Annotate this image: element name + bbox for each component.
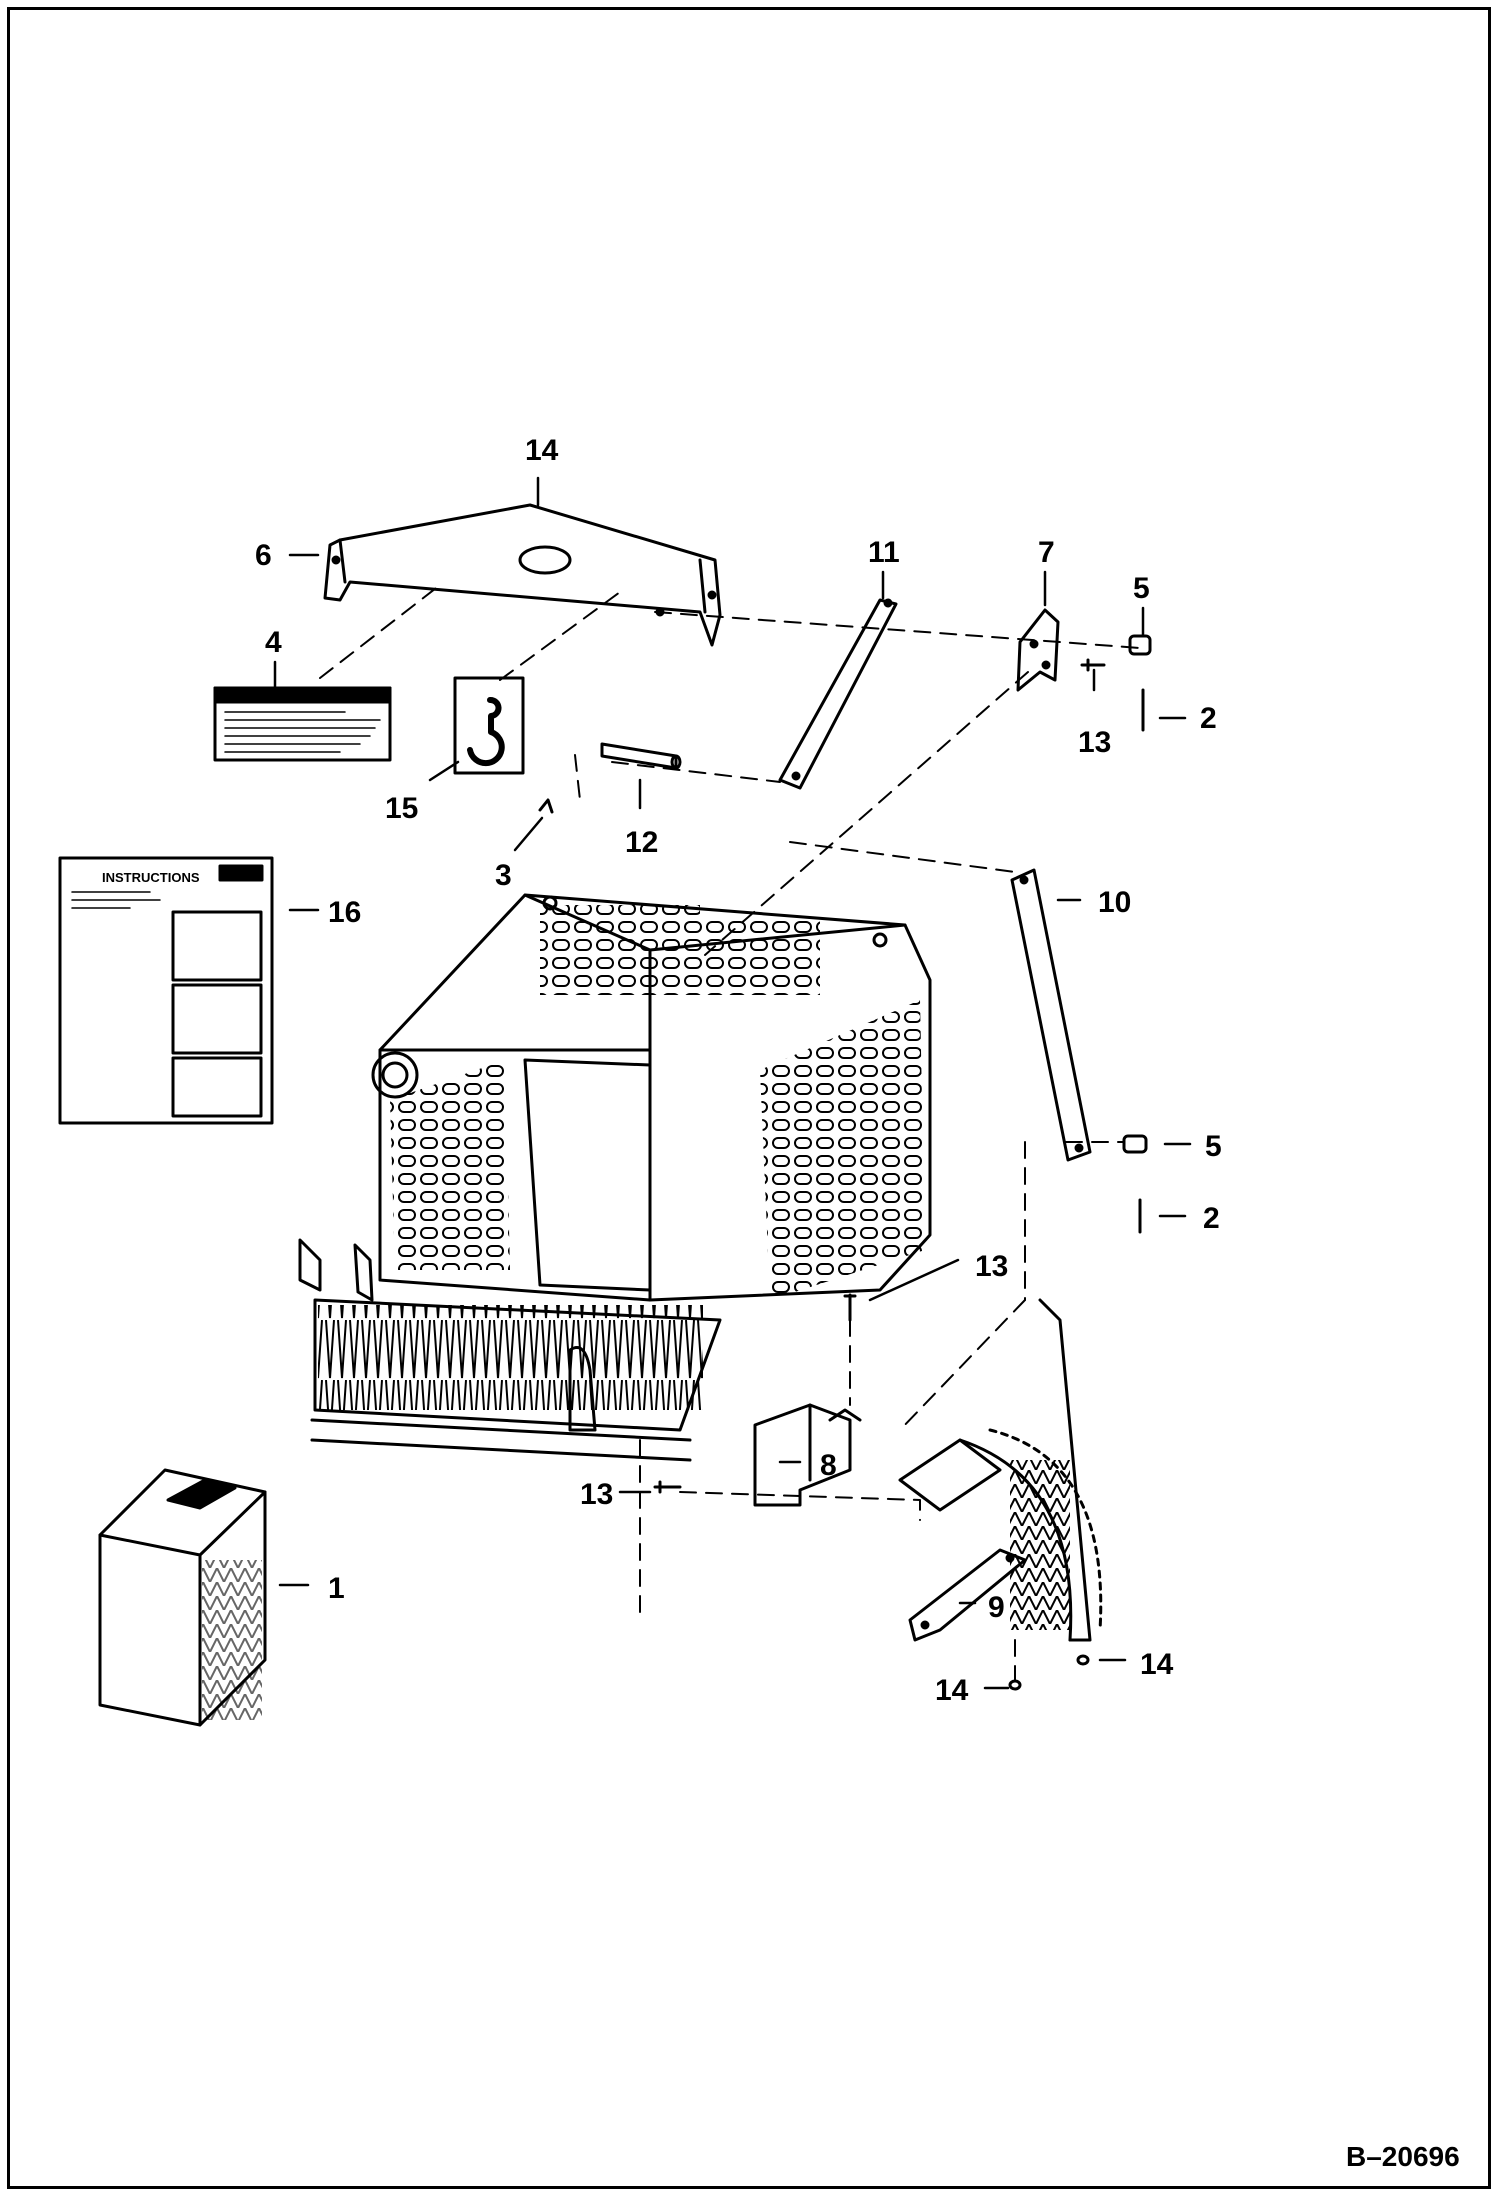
pin-part [1122,1134,1148,1154]
assembly-lines [319,584,1141,1681]
callout-5-upper: 5 [1133,572,1150,605]
instructions-sheet-part [58,856,274,1125]
callout-8: 8 [820,1449,837,1482]
clip-part [538,798,554,814]
sleeve-part [600,742,682,770]
bracket-part-8 [753,1403,862,1507]
callout-14-bottom: 14 [935,1674,969,1707]
plate-part [1016,608,1060,692]
callout-4: 4 [265,626,282,659]
callout-13-upper: 13 [1078,726,1111,759]
nut-part [1008,1679,1022,1691]
callout-6: 6 [255,539,272,572]
bolt-part [653,1480,682,1494]
callout-7: 7 [1038,536,1055,569]
callout-14-right: 14 [1140,1648,1174,1681]
figure-id: B–20696 [1346,2141,1460,2172]
callout-2-lower: 2 [1203,1202,1220,1235]
callout-11: 11 [868,536,900,569]
callout-leaders [273,476,1192,1690]
lift-hook-decal-part [453,676,525,775]
callout-16: 16 [328,896,361,929]
callout-10: 10 [1098,886,1131,919]
bracket-part-9 [908,1548,1027,1642]
callout-15: 15 [385,792,418,825]
callout-14-top: 14 [525,434,559,467]
callout-5-lower: 5 [1205,1130,1222,1163]
callout-2-upper: 2 [1200,702,1217,735]
warning-decal-part [213,686,392,762]
front-grille [310,1298,722,1462]
nut-part [1076,1654,1090,1666]
callout-13-lower: 13 [580,1478,613,1511]
callout-12: 12 [625,826,658,859]
lift-bracket-part [323,503,722,647]
pin-part [1128,634,1152,656]
track-sprocket [898,1298,1103,1642]
callout-1: 1 [328,1572,345,1605]
cab-assembly [298,893,932,1302]
instructions-decal-title: INSTRUCTIONS [102,870,200,885]
strap-part-11 [778,598,898,790]
bolt-part [843,1293,857,1322]
strap-part-10 [1010,868,1092,1162]
bolt-part [1080,658,1106,672]
page-border [7,7,1491,2189]
manual-box-part [98,1468,267,1727]
callout-9: 9 [988,1591,1005,1624]
callout-3: 3 [495,859,512,892]
callout-13-middle: 13 [975,1250,1008,1283]
